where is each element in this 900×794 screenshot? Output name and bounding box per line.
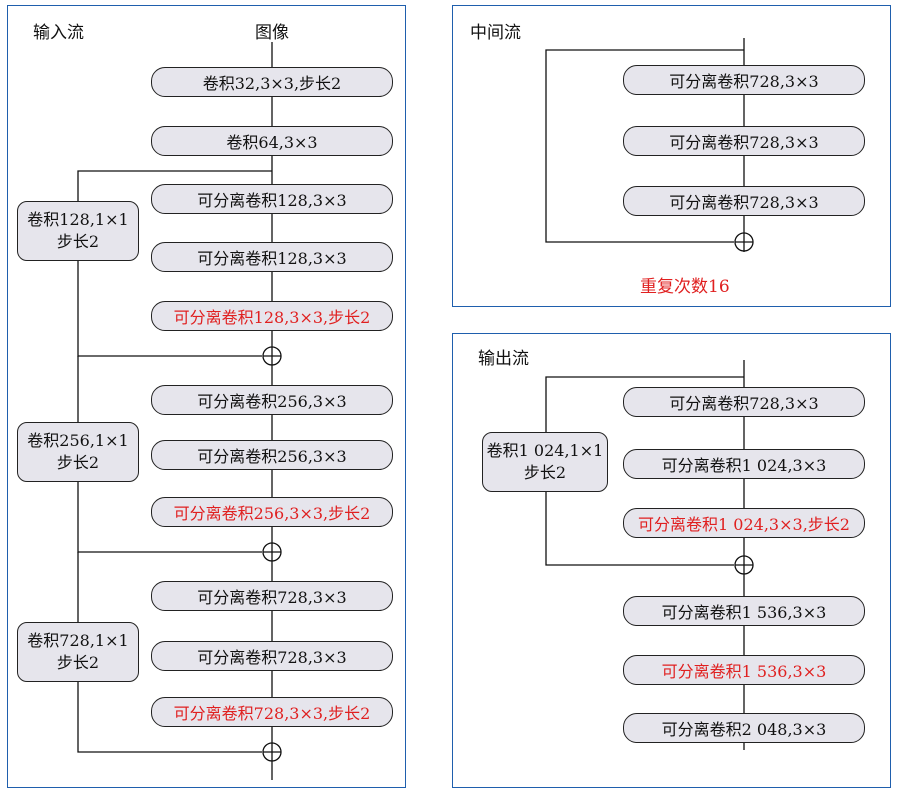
exit-sepconv-box: 可分离卷积1 536,3×3 [623, 596, 865, 626]
exit-sepconv-box: 可分离卷积1 536,3×3 [623, 655, 865, 685]
shortcut-stride: 步长2 [523, 463, 567, 482]
add-node-icon [262, 742, 282, 762]
repeat-count-note: 重复次数16 [640, 277, 730, 297]
image-input-label: 图像 [255, 23, 289, 43]
entry-sepconv-box: 可分离卷积128,3×3 [151, 184, 393, 214]
exit-shortcut-conv-box: 卷积1 024,1×1 步长2 [482, 432, 608, 492]
shortcut-label: 卷积256,1×1 [27, 431, 129, 450]
entry-sepconv-stride-box: 可分离卷积728,3×3,步长2 [151, 697, 393, 727]
shortcut-stride: 步长2 [56, 232, 100, 251]
entry-sepconv-box: 可分离卷积256,3×3 [151, 440, 393, 470]
middle-flow-panel [452, 5, 891, 307]
middle-sepconv-box: 可分离卷积728,3×3 [623, 186, 865, 216]
entry-flow-title: 输入流 [33, 23, 84, 43]
middle-sepconv-box: 可分离卷积728,3×3 [623, 65, 865, 95]
exit-sepconv-stride-box: 可分离卷积1 024,3×3,步长2 [623, 508, 865, 538]
add-node-icon [262, 542, 282, 562]
entry-conv-box: 卷积32,3×3,步长2 [151, 67, 393, 97]
entry-sepconv-box: 可分离卷积728,3×3 [151, 581, 393, 611]
shortcut-label: 卷积728,1×1 [27, 631, 129, 650]
middle-sepconv-box: 可分离卷积728,3×3 [623, 126, 865, 156]
shortcut-stride: 步长2 [56, 453, 100, 472]
entry-shortcut-conv-box: 卷积128,1×1 步长2 [17, 201, 139, 261]
add-node-icon [262, 346, 282, 366]
add-node-icon [734, 555, 754, 575]
entry-conv-box: 卷积64,3×3 [151, 126, 393, 156]
exit-sepconv-box: 可分离卷积1 024,3×3 [623, 449, 865, 479]
entry-sepconv-box: 可分离卷积128,3×3 [151, 242, 393, 272]
shortcut-label: 卷积128,1×1 [27, 210, 129, 229]
exit-sepconv-box: 可分离卷积2 048,3×3 [623, 713, 865, 743]
shortcut-stride: 步长2 [56, 653, 100, 672]
middle-flow-title: 中间流 [470, 23, 521, 43]
entry-shortcut-conv-box: 卷积728,1×1 步长2 [17, 622, 139, 682]
entry-sepconv-box: 可分离卷积728,3×3 [151, 641, 393, 671]
add-node-icon [734, 232, 754, 252]
shortcut-label: 卷积1 024,1×1 [486, 441, 604, 460]
entry-shortcut-conv-box: 卷积256,1×1 步长2 [17, 422, 139, 482]
entry-sepconv-stride-box: 可分离卷积128,3×3,步长2 [151, 301, 393, 331]
exit-sepconv-box: 可分离卷积728,3×3 [623, 387, 865, 417]
entry-flow-panel [7, 5, 406, 788]
exit-flow-title: 输出流 [478, 349, 529, 369]
entry-sepconv-stride-box: 可分离卷积256,3×3,步长2 [151, 497, 393, 527]
entry-sepconv-box: 可分离卷积256,3×3 [151, 385, 393, 415]
exit-flow-panel [452, 333, 891, 788]
